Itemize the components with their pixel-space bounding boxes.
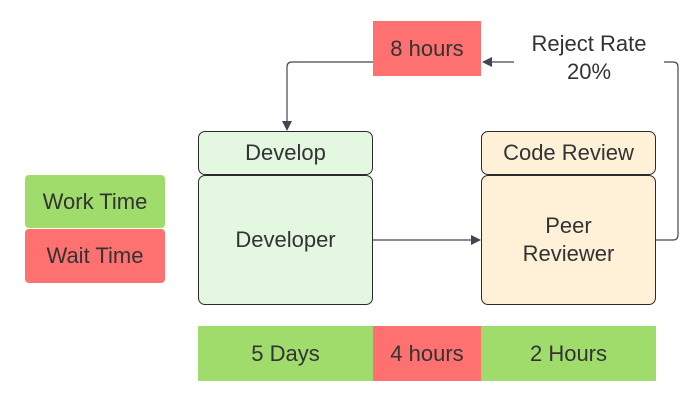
develop-stage-body: Developer: [198, 175, 373, 305]
legend-wait-time: Wait Time: [25, 229, 165, 283]
peer-reviewer-role: Peer Reviewer: [522, 213, 615, 266]
timeline-develop-time-label: 5 Days: [251, 340, 320, 366]
reject-rate-label: Reject Rate 20%: [531, 31, 647, 84]
legend-wait-time-label: Wait Time: [46, 243, 144, 268]
timeline-review-time-label: 2 Hours: [529, 340, 608, 366]
legend-work-time: Work Time: [25, 175, 165, 228]
reject-loop-arrow: [482, 57, 679, 241]
develop-stage-title: Develop: [245, 140, 326, 165]
review-stage-body: Peer Reviewer: [481, 175, 656, 305]
rework-to-develop-arrow: [282, 61, 373, 131]
timeline-develop-time: 5 Days: [198, 326, 373, 381]
rework-wait-box: 8 hours: [373, 21, 481, 76]
timeline-wait-time: 4 hours: [373, 326, 481, 381]
review-stage-header: Code Review: [481, 131, 656, 175]
developer-role: Developer: [235, 227, 336, 252]
timeline-review-time: 2 Hours: [481, 326, 656, 381]
legend-work-time-label: Work Time: [42, 188, 148, 214]
timeline-wait-time-label: 4 hours: [390, 340, 464, 366]
develop-stage-header: Develop: [198, 131, 373, 175]
review-stage-title: Code Review: [503, 140, 634, 165]
reject-rate-label-box: Reject Rate 20%: [514, 29, 664, 87]
rework-wait-label: 8 hours: [390, 35, 464, 61]
